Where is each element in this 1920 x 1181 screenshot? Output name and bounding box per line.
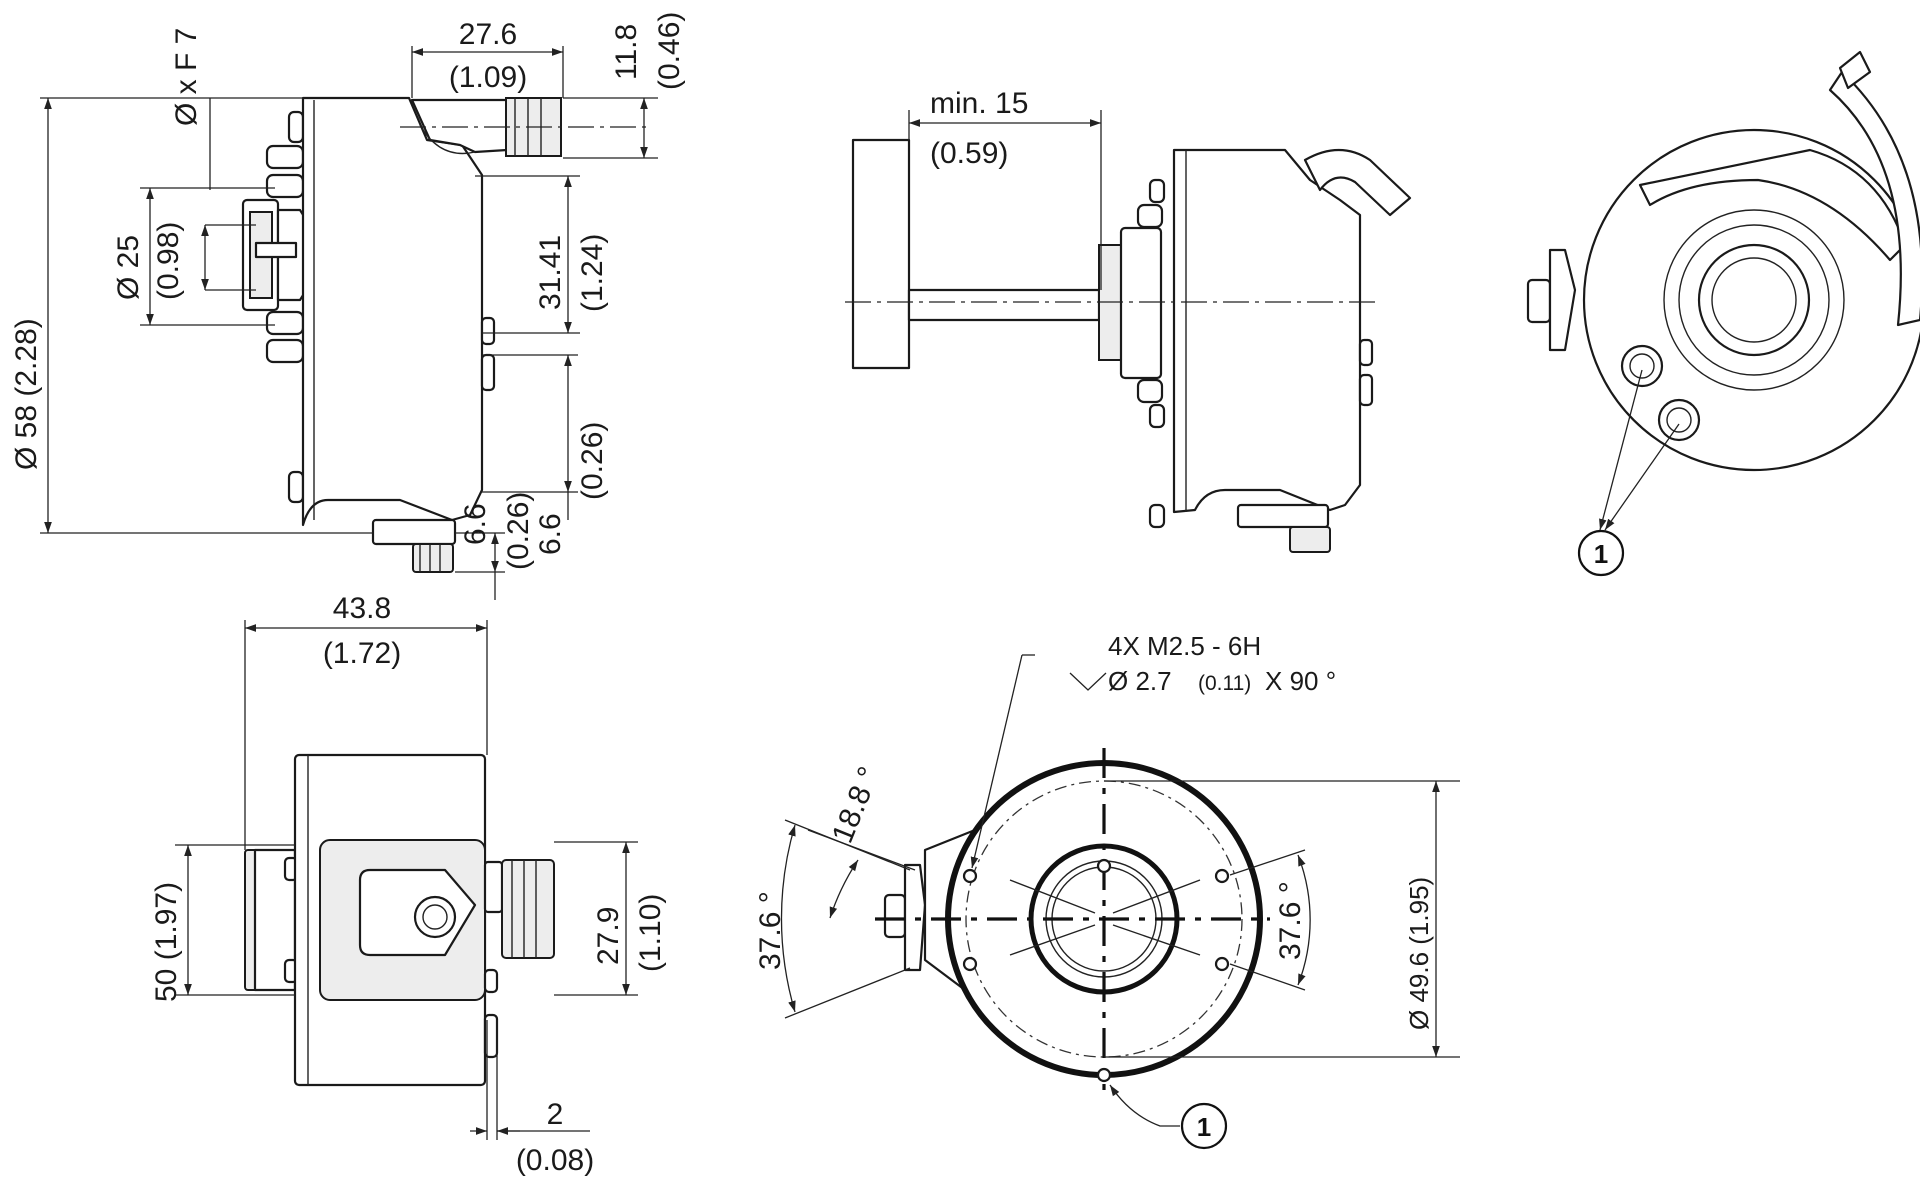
dim-50: 50 (1.97) (150, 882, 183, 1002)
dim-dia-25: Ø 25 (112, 235, 145, 300)
thread-spec: 4X M2.5 - 6H (1108, 631, 1261, 661)
dim-dia-58: Ø 58 (2.28) (10, 318, 43, 470)
dim-min-15-in: (0.59) (930, 137, 1008, 170)
dim-6-6-bottom: 6.6 (459, 503, 492, 545)
dim-2: 2 (547, 1098, 564, 1131)
dim-min-15: min. 15 (930, 87, 1028, 120)
countersink-angle: X 90 ° (1265, 666, 1336, 696)
dim-43-8: 43.8 (333, 592, 391, 625)
dim-2-in: (0.08) (516, 1144, 594, 1177)
dim-31-41-in: (1.24) (576, 234, 609, 312)
callout-marker-rear (1577, 529, 1625, 577)
dim-dia-25-in: (0.98) (152, 222, 185, 300)
dim-11-8-in: (0.46) (653, 12, 686, 90)
side-view-top-left: 27.6 (1.09) 11.8 (0.46) Ø x F 7 Ø 58 (2.… (10, 12, 686, 600)
dim-11-8: 11.8 (610, 24, 643, 80)
fit-label: Ø x F 7 (170, 28, 203, 126)
top-view-bottom-left: 43.8 (1.72) 50 (1.97) 27.9 (1.10) 2 (0.0… (150, 592, 667, 1177)
dim-27-6: 27.6 (459, 18, 517, 51)
dim-27-9: 27.9 (592, 907, 625, 965)
countersink-main: Ø 2.7 (1108, 666, 1172, 696)
dim-6-6-right: 6.6 (534, 513, 567, 555)
front-view-bottom-right: 4X M2.5 - 6H Ø 2.7 (0.11) X 90 ° 18.8 ° … (754, 631, 1460, 1150)
callout-label-front: 1 (1197, 1112, 1211, 1142)
angle-37-6-right: 37.6 ° (1274, 881, 1307, 960)
dim-31-41: 31.41 (534, 235, 567, 310)
dim-43-8-in: (1.72) (323, 637, 401, 670)
dim-27-6-in: (1.09) (449, 61, 527, 94)
mounting-view-top-middle: min. 15 (0.59) (845, 87, 1412, 553)
rear-view-top-right: 1 (1526, 50, 1920, 577)
angle-18-8: 18.8 ° (826, 762, 886, 847)
dim-dia-49-6: Ø 49.6 (1.95) (1404, 877, 1434, 1030)
dim-27-9-in: (1.10) (634, 894, 667, 972)
dim-6-6-bottom-in: (0.26) (502, 492, 535, 570)
dim-6-6-right-in: (0.26) (576, 422, 609, 500)
callout-marker-front (1180, 1102, 1228, 1150)
angle-37-6-left: 37.6 ° (754, 891, 787, 970)
countersink-in: (0.11) (1198, 672, 1251, 695)
callout-label-rear: 1 (1594, 539, 1608, 569)
